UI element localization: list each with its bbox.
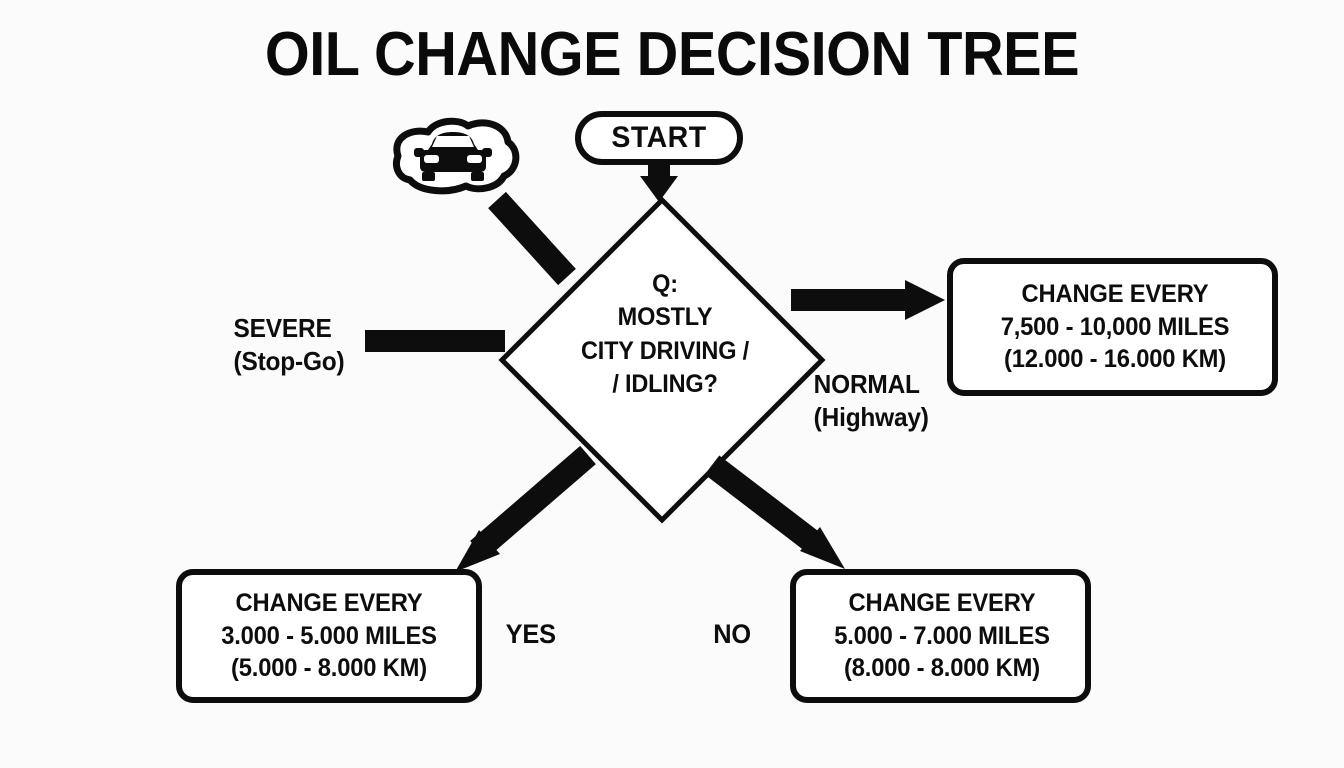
result-normal-label: CHANGE EVERY 7,500 - 10,000 MILES (12.00… xyxy=(963,278,1267,376)
decision-line-1: Q: xyxy=(652,270,678,298)
edge-label-yes: YES xyxy=(505,619,556,649)
decision-node-label: Q: MOSTLY CITY DRIVING / / IDLING? xyxy=(533,268,796,401)
result-normal-box-shape[interactable] xyxy=(947,258,1278,396)
edge-label-severe-line-2: (Stop-Go) xyxy=(233,345,345,376)
decision-line-4: / IDLING? xyxy=(612,369,718,398)
result-no-line-3: (8.000 - 8.000 KM) xyxy=(844,654,1040,682)
car-icon-group[interactable] xyxy=(393,117,520,195)
edge-car-to-decision xyxy=(488,191,576,286)
start-node-shape[interactable] xyxy=(575,111,743,165)
result-yes-line-2: 3.000 - 5.000 MILES xyxy=(221,621,437,650)
result-yes-label: CHANGE EVERY 3.000 - 5.000 MILES (5.000 … xyxy=(191,587,467,685)
edge-label-severe: SEVERE (Stop-Go) xyxy=(234,312,345,377)
edge-decision-to-no-result xyxy=(704,455,845,569)
page-title: OIL CHANGE DECISION TREE xyxy=(264,20,1080,89)
result-normal-line-3: (12.000 - 16.000 KM) xyxy=(1004,345,1226,373)
result-no-label: CHANGE EVERY 5.000 - 7.000 MILES (8.000 … xyxy=(805,587,1079,685)
edge-label-normal-line-2: (Highway) xyxy=(813,401,929,432)
result-yes-line-3: (5.000 - 8.000 KM) xyxy=(231,654,427,682)
car-front-icon xyxy=(414,132,492,181)
result-no-line-1: CHANGE EVERY xyxy=(848,589,1036,617)
edge-start-to-decision xyxy=(640,164,678,202)
edge-decision-to-normal-result xyxy=(791,280,945,320)
result-no-box-shape[interactable] xyxy=(790,569,1091,703)
decision-line-3: CITY DRIVING / xyxy=(581,336,749,365)
edge-label-normal-line-1: NORMAL xyxy=(813,369,920,399)
start-node-label[interactable]: START xyxy=(611,121,707,154)
edge-decision-to-yes-result xyxy=(455,445,596,572)
result-yes-box-shape[interactable] xyxy=(176,569,482,703)
edge-label-normal: NORMAL (Highway) xyxy=(814,368,929,433)
edge-label-severe-line-1: SEVERE xyxy=(233,313,332,343)
result-yes-line-1: CHANGE EVERY xyxy=(235,589,423,617)
result-normal-line-2: 7,500 - 10,000 MILES xyxy=(1000,312,1230,341)
result-normal-line-1: CHANGE EVERY xyxy=(1021,280,1209,308)
edge-severe-bar xyxy=(365,330,505,352)
edge-label-no: NO xyxy=(713,619,751,649)
decision-line-2: MOSTLY xyxy=(617,303,713,332)
result-no-line-2: 5.000 - 7.000 MILES xyxy=(834,621,1050,650)
decision-node-shape[interactable] xyxy=(498,196,826,524)
